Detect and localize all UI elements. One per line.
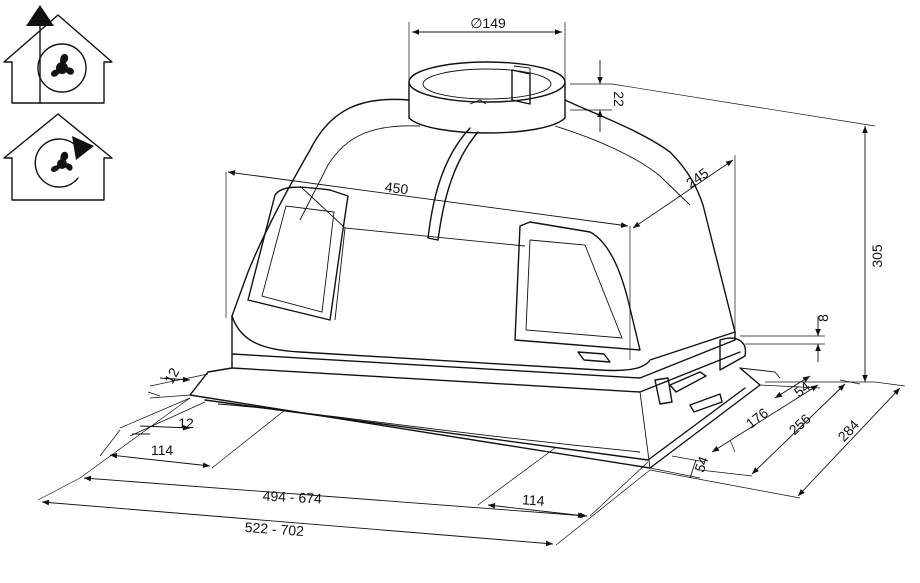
dim-side-54-lower: 54 <box>691 454 711 474</box>
dim-left-slot: 114 <box>151 442 174 458</box>
dim-depth-256: 256 <box>786 410 814 438</box>
recirculation-letter: C <box>112 113 113 115</box>
hood-body <box>189 61 781 469</box>
dim-left-offset-1: 12 <box>161 365 183 386</box>
recirculation-icon: C <box>3 113 113 201</box>
dim-body-depth: 245 <box>683 165 711 192</box>
dim-left-offset-2: 12 <box>178 415 194 431</box>
dim-collar-height: 22 <box>611 91 627 107</box>
dim-duct-diameter: ∅149 <box>470 15 506 31</box>
dim-depth-284: 284 <box>835 416 863 444</box>
dim-frame-thickness: 8 <box>815 314 831 322</box>
dimension-lines <box>37 22 906 547</box>
dim-total-height: 305 <box>869 244 885 268</box>
dim-inner-width: 494 - 674 <box>262 487 322 506</box>
dim-center-slot: 114 <box>522 491 546 509</box>
dim-outer-width: 522 - 702 <box>244 519 304 539</box>
dim-body-width: 450 <box>384 179 409 198</box>
ducted-extraction-icon: b <box>3 5 113 104</box>
ducted-letter: b <box>112 17 113 19</box>
dim-depth-176: 176 <box>743 404 771 431</box>
dim-side-54-upper: 54 <box>791 378 813 400</box>
